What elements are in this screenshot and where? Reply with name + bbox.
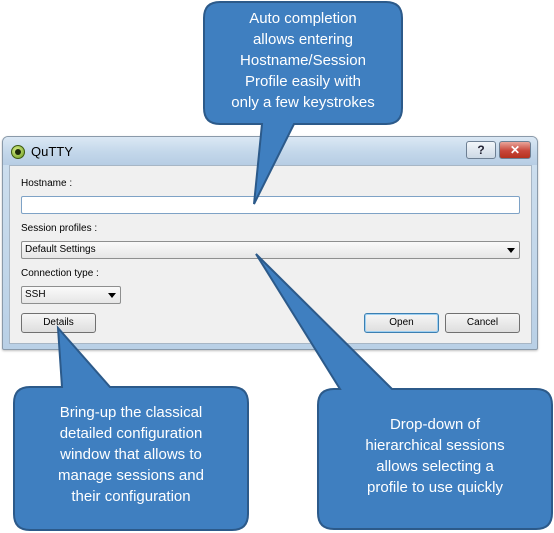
callout-line: their configuration xyxy=(71,488,191,505)
connection-type-dropdown[interactable]: SSH xyxy=(21,286,121,304)
connection-type-selected: SSH xyxy=(25,289,46,300)
session-profiles-label: Session profiles : xyxy=(21,223,98,234)
connection-type-label: Connection type : xyxy=(21,268,99,279)
session-profile-selected: Default Settings xyxy=(25,244,96,255)
callout-line: Auto completion xyxy=(249,10,357,27)
qutty-app-icon xyxy=(11,145,25,159)
chevron-down-icon xyxy=(108,293,116,298)
callout-autocomplete-text: Auto completion allows entering Hostname… xyxy=(204,8,402,113)
callout-dropdown-shape xyxy=(255,253,553,530)
chevron-down-icon xyxy=(507,248,515,253)
callout-line: window that allows to xyxy=(60,446,202,463)
cancel-button[interactable]: Cancel xyxy=(445,313,520,333)
callout-details-text: Bring-up the classical detailed configur… xyxy=(14,402,248,507)
callout-line: Drop-down of xyxy=(389,416,481,433)
callout-details-shape xyxy=(13,325,249,531)
help-button[interactable]: ? xyxy=(466,141,496,159)
window-title: QuTTY xyxy=(31,144,73,159)
dialog-body: Hostname : Session profiles : Default Se… xyxy=(9,165,532,344)
callout-line: Profile easily with xyxy=(245,73,361,90)
callout-autocomplete-shape xyxy=(203,1,403,205)
callout-dropdown-text: Drop-down of hierarchical sessions allow… xyxy=(318,414,552,498)
callout-line: manage sessions and xyxy=(58,467,204,484)
callout-line: allows selecting a xyxy=(376,458,494,475)
callout-line: detailed configuration xyxy=(59,425,203,442)
callout-line: allows entering xyxy=(252,31,354,48)
callout-line: only a few keystrokes xyxy=(231,94,375,111)
callout-line: hierarchical sessions xyxy=(365,437,505,454)
callout-line: Bring-up the classical xyxy=(59,404,203,421)
session-profiles-dropdown[interactable]: Default Settings xyxy=(21,241,520,259)
callout-line: profile to use quickly xyxy=(367,479,503,496)
callout-line: Hostname/Session xyxy=(240,52,366,69)
hostname-label: Hostname : xyxy=(21,178,73,189)
hostname-input[interactable] xyxy=(21,196,520,214)
open-button[interactable]: Open xyxy=(364,313,439,333)
close-button[interactable]: ✕ xyxy=(499,141,531,159)
